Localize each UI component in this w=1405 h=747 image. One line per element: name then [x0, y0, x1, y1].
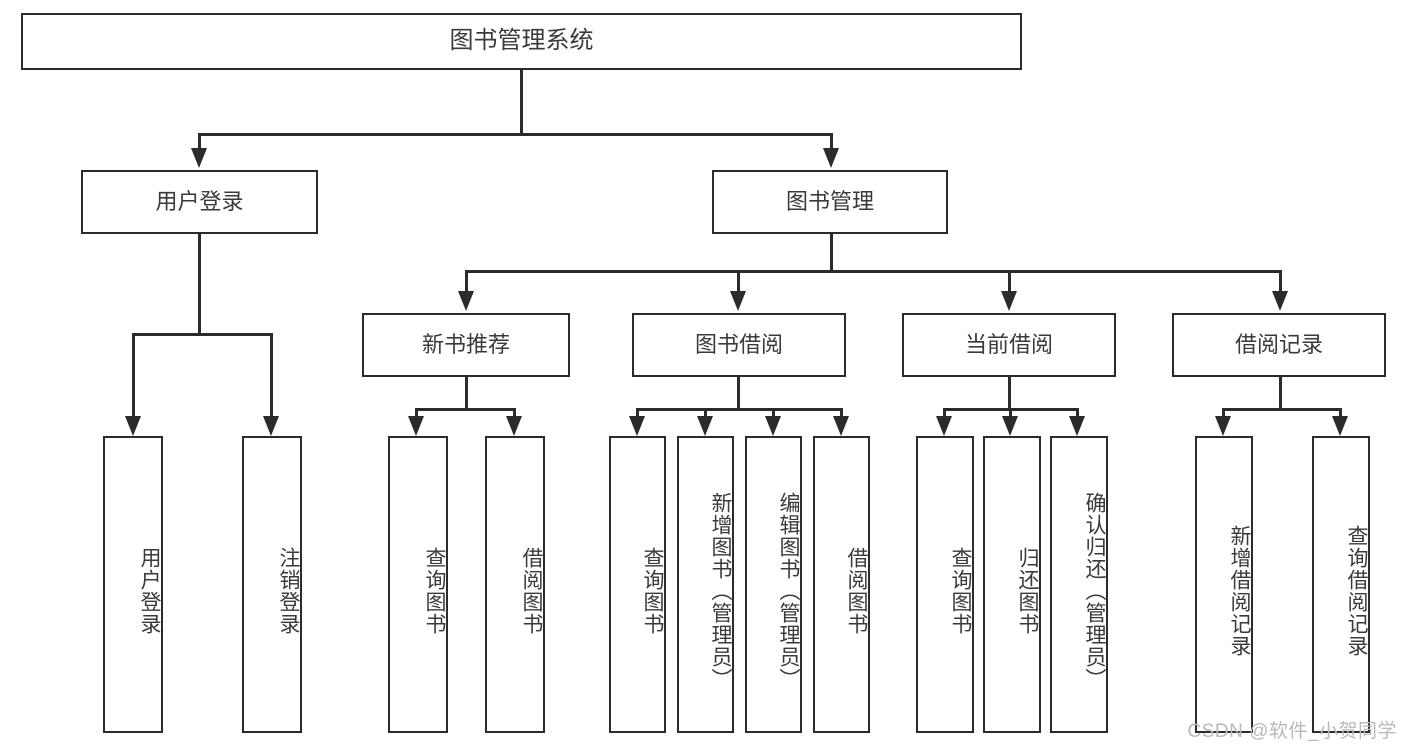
- arrowhead-level1-2: [823, 148, 839, 168]
- node-book-management[interactable]: 图书管理: [712, 170, 948, 234]
- connector-borrow-record-drop-1: [1222, 408, 1225, 417]
- node-label: 新书推荐: [421, 331, 510, 357]
- node-user-login[interactable]: 用户登录: [81, 170, 318, 234]
- node-current-borrow[interactable]: 当前借阅: [902, 313, 1116, 377]
- arrowhead-current-borrow-2: [1002, 416, 1018, 436]
- node-new-book-recommend[interactable]: 新书推荐: [362, 313, 570, 377]
- connector-current-borrow-drop-3: [1076, 408, 1079, 417]
- leaf-current-borrow-confirm-return-admin[interactable]: 确认归还（管理员）: [1050, 436, 1108, 733]
- node-label: 图书管理系统: [449, 27, 594, 55]
- leaf-book-borrow-add-book-admin[interactable]: 新增图书（管理员）: [677, 436, 734, 733]
- arrowhead-user-login-2: [263, 416, 279, 436]
- connector-book-borrow-drop-4: [840, 408, 843, 417]
- node-label: 新增图书（管理员）: [709, 491, 732, 690]
- leaf-current-borrow-return-book[interactable]: 归还图书: [983, 436, 1041, 733]
- arrowhead-book-borrow-4: [833, 416, 849, 436]
- arrowhead-new-book-1: [408, 416, 424, 436]
- connector-book-borrow-bus: [636, 408, 843, 411]
- connector-borrow-record-bus: [1222, 408, 1342, 411]
- node-label: 查询借阅记录: [1345, 524, 1368, 657]
- arrowhead-book-borrow-1: [629, 416, 645, 436]
- arrowhead-book-borrow-3: [765, 416, 781, 436]
- leaf-user-login-login[interactable]: 用户登录: [103, 436, 163, 733]
- connector-new-book-drop-1: [415, 408, 418, 417]
- connector-level1-bus: [198, 133, 832, 136]
- connector-level1-drop-2: [830, 133, 833, 149]
- node-label: 用户登录: [138, 546, 161, 635]
- arrowhead-level2-1: [458, 291, 474, 311]
- connector-user-login-drop-1: [132, 333, 135, 417]
- node-label: 查询图书: [949, 546, 972, 635]
- arrowhead-level2-3: [1001, 291, 1017, 311]
- node-label: 当前借阅: [964, 331, 1053, 357]
- connector-borrow-record-drop-2: [1339, 408, 1342, 417]
- leaf-book-borrow-query-book[interactable]: 查询图书: [609, 436, 666, 733]
- arrowhead-current-borrow-1: [936, 416, 952, 436]
- connector-level2-drop-1: [465, 270, 468, 292]
- node-root-book-management-system[interactable]: 图书管理系统: [21, 13, 1022, 70]
- connector-user-login-stem: [198, 234, 201, 335]
- arrowhead-borrow-record-1: [1215, 416, 1231, 436]
- node-label: 注销登录: [277, 546, 300, 635]
- connector-current-borrow-stem: [1008, 377, 1011, 410]
- leaf-current-borrow-query-book[interactable]: 查询图书: [916, 436, 974, 733]
- node-label: 图书管理: [785, 188, 874, 214]
- arrowhead-user-login-1: [125, 416, 141, 436]
- arrowhead-new-book-2: [506, 416, 522, 436]
- node-label: 编辑图书（管理员）: [777, 491, 800, 690]
- arrowhead-level2-2: [730, 291, 746, 311]
- connector-new-book-stem: [465, 377, 468, 410]
- connector-user-login-drop-2: [270, 333, 273, 417]
- connector-book-borrow-drop-3: [772, 408, 775, 417]
- connector-book-borrow-drop-1: [636, 408, 639, 417]
- connector-user-login-bus: [132, 333, 273, 336]
- connector-level2-drop-3: [1008, 270, 1011, 292]
- node-label: 归还图书: [1016, 546, 1039, 635]
- leaf-borrow-record-add-record[interactable]: 新增借阅记录: [1195, 436, 1253, 733]
- connector-new-book-bus: [415, 408, 516, 411]
- node-label: 图书借阅: [694, 331, 783, 357]
- arrowhead-borrow-record-2: [1332, 416, 1348, 436]
- node-borrow-record[interactable]: 借阅记录: [1172, 313, 1386, 377]
- connector-level2-drop-2: [737, 270, 740, 292]
- node-label: 借阅记录: [1234, 331, 1323, 357]
- connector-borrow-record-stem: [1279, 377, 1282, 410]
- leaf-borrow-record-query-record[interactable]: 查询借阅记录: [1312, 436, 1370, 733]
- connector-book-borrow-stem: [737, 377, 740, 410]
- node-label: 查询图书: [641, 546, 664, 635]
- node-label: 借阅图书: [845, 546, 868, 635]
- connector-book-management-stem: [830, 234, 833, 272]
- node-label: 新增借阅记录: [1228, 524, 1251, 657]
- node-label: 确认归还（管理员）: [1083, 491, 1106, 690]
- connector-current-borrow-drop-2: [1009, 408, 1012, 417]
- leaf-user-login-logout[interactable]: 注销登录: [242, 436, 302, 733]
- node-label: 查询图书: [423, 546, 446, 635]
- node-label: 借阅图书: [520, 546, 543, 635]
- arrowhead-level2-4: [1272, 291, 1288, 311]
- connector-current-borrow-drop-1: [943, 408, 946, 417]
- leaf-book-borrow-borrow-book[interactable]: 借阅图书: [813, 436, 870, 733]
- arrowhead-current-borrow-3: [1069, 416, 1085, 436]
- connector-level1-drop-1: [198, 133, 201, 149]
- arrowhead-book-borrow-2: [697, 416, 713, 436]
- leaf-new-book-borrow-book[interactable]: 借阅图书: [485, 436, 545, 733]
- connector-root-stem: [520, 70, 523, 134]
- connector-level2-drop-4: [1279, 270, 1282, 292]
- node-label: 用户登录: [155, 188, 244, 214]
- connector-book-borrow-drop-2: [704, 408, 707, 417]
- connector-level2-bus: [465, 270, 1282, 273]
- node-book-borrow[interactable]: 图书借阅: [632, 313, 846, 377]
- leaf-new-book-query-book[interactable]: 查询图书: [388, 436, 448, 733]
- arrowhead-level1-1: [191, 148, 207, 168]
- leaf-book-borrow-edit-book-admin[interactable]: 编辑图书（管理员）: [745, 436, 802, 733]
- connector-new-book-drop-2: [513, 408, 516, 417]
